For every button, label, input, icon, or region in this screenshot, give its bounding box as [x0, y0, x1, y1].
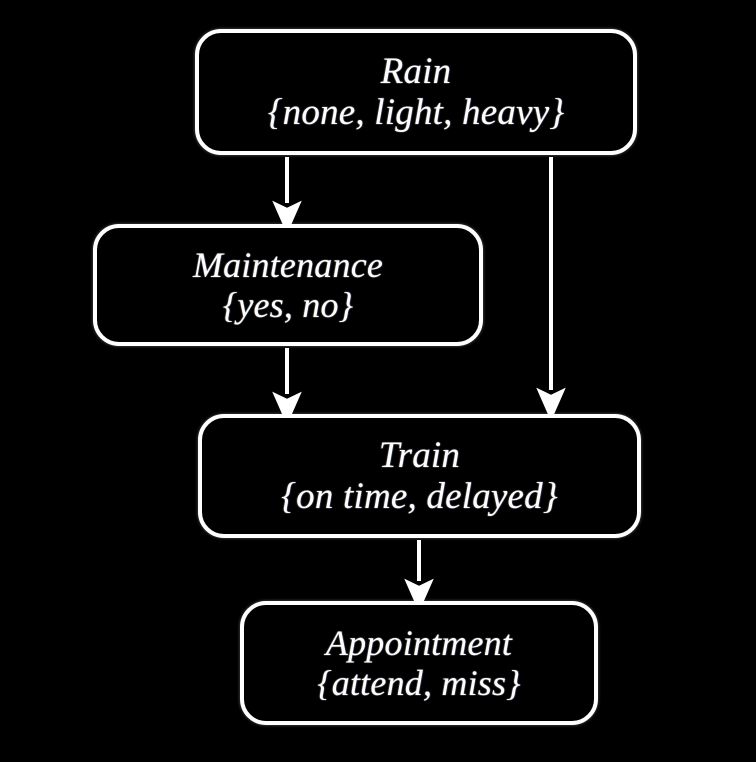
node-appointment-states: {attend, miss}	[317, 663, 521, 703]
node-train-label: Train	[378, 434, 461, 476]
node-rain-label: Rain	[380, 50, 452, 92]
node-maintenance-states: {yes, no}	[222, 285, 354, 325]
node-train-states: {on time, delayed}	[281, 476, 558, 517]
node-rain-states: {none, light, heavy}	[267, 92, 565, 133]
node-train[interactable]: Train {on time, delayed}	[198, 414, 641, 538]
node-appointment-label: Appointment	[325, 622, 513, 663]
node-maintenance-label: Maintenance	[192, 244, 384, 285]
node-maintenance[interactable]: Maintenance {yes, no}	[93, 224, 483, 346]
node-rain[interactable]: Rain {none, light, heavy}	[195, 29, 637, 155]
node-appointment[interactable]: Appointment {attend, miss}	[240, 601, 598, 725]
